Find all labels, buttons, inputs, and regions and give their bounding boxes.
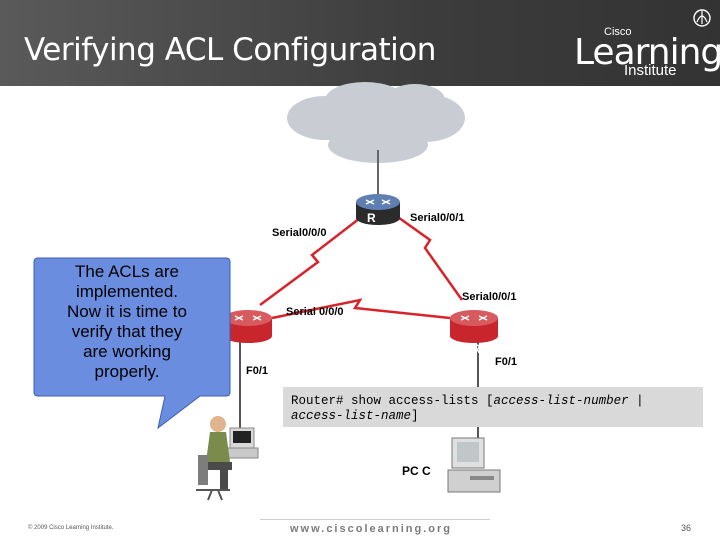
router-right-letter: R [472,342,481,356]
user-at-workstation-icon [196,416,259,501]
router-left-icon [224,310,272,343]
copyright-text: © 2009 Cisco Learning Institute. [28,525,114,531]
command-separator: | [628,394,644,408]
label-right-serial: Serial0/0/1 [462,291,517,303]
command-arg-number: access-list-number [493,394,629,408]
command-syntax-box: Router# show access-lists [access-list-n… [283,387,703,427]
callout-line: properly. [94,362,160,381]
callout-line: Now it is time to [67,302,187,321]
footer-divider [260,519,490,520]
command-prefix: Router# show access-lists [ [291,394,494,408]
router-top-icon [356,194,400,225]
label-left-f01: F0/1 [246,365,269,377]
label-top-right-serial: Serial0/0/1 [410,212,465,224]
serial-link-right [394,213,464,301]
logo-learning-text: Learning [574,32,720,73]
logo-mark-icon [693,9,711,27]
router-top-letter: R [367,211,376,225]
command-arg-name: access-list-name [291,409,412,423]
serial-link-left [259,214,365,307]
serial-link-bottom [271,298,451,320]
callout-line: verify that they [71,322,183,341]
command-suffix: ] [411,409,419,423]
router-right-icon [450,310,498,343]
router-left-letter: R [248,342,257,356]
callout-line: are working [83,342,171,361]
label-top-left-serial: Serial0/0/0 [272,227,327,239]
logo-cisco-text: Cisco [604,26,632,38]
slide-title: Verifying ACL Configuration [24,32,436,68]
pc-c-icon [447,437,501,493]
page-number: 36 [681,523,692,533]
label-right-f01: F0/1 [495,356,518,368]
callout-text: The ACLs are implemented. Now it is time… [34,262,220,382]
callout-line: The ACLs are [75,262,179,281]
wan-cloud-icon [287,82,465,163]
logo-institute-text: Institute [624,62,677,79]
cisco-learning-institute-logo: Cisco Learning Institute [572,8,720,80]
callout-bubble [33,257,231,430]
callout-line: implemented. [75,282,179,301]
slide-header: Verifying ACL Configuration Cisco Learni… [0,0,720,86]
footer-url: www.ciscolearning.org [290,523,453,535]
label-pc-c: PC C [402,464,431,478]
label-left-serial: Serial 0/0/0 [286,306,344,318]
